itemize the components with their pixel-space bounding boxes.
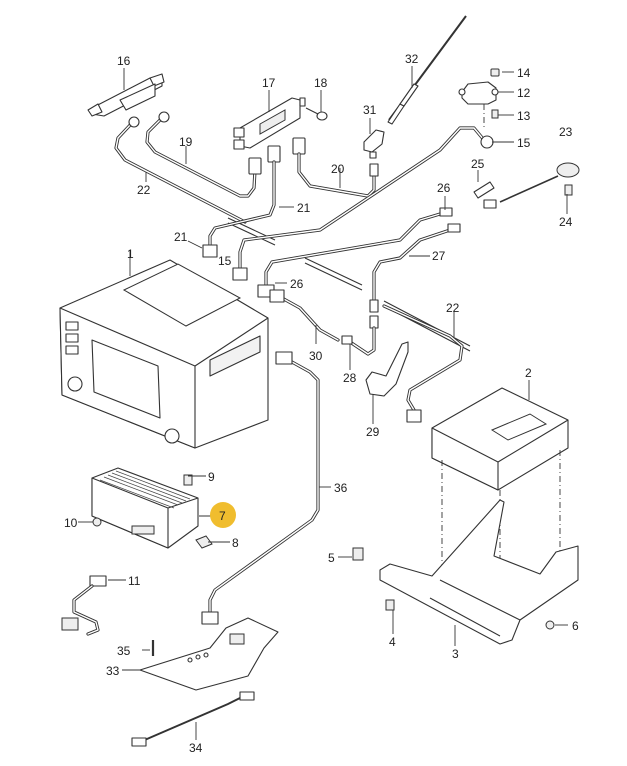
bolt-part-4[interactable]	[385, 599, 395, 611]
callout-24[interactable]: 24	[559, 215, 573, 229]
callout-22b[interactable]: 22	[446, 301, 460, 315]
cable-36[interactable]	[201, 351, 320, 625]
adapter-cable-part-11[interactable]	[61, 575, 107, 636]
callout-26b[interactable]: 26	[290, 277, 304, 291]
callout-20[interactable]: 20	[331, 162, 345, 176]
antenna-rod-part-32[interactable]	[387, 15, 467, 125]
head-unit-part-1[interactable]	[59, 259, 269, 449]
callout-22a[interactable]: 22	[137, 183, 151, 197]
cable-part-34[interactable]	[131, 691, 255, 747]
clip-part-8[interactable]	[195, 535, 213, 549]
callout-2[interactable]: 2	[525, 366, 532, 380]
holder-part-29[interactable]	[365, 341, 409, 397]
callout-29[interactable]: 29	[366, 425, 380, 439]
callout-8[interactable]: 8	[232, 536, 239, 550]
callout-19[interactable]: 19	[179, 135, 193, 149]
callout-36[interactable]: 36	[334, 481, 348, 495]
callout-32[interactable]: 32	[405, 52, 419, 66]
bracket-part-33[interactable]	[139, 617, 279, 691]
antenna-cable-22[interactable]	[114, 116, 247, 224]
callout-21a[interactable]: 21	[297, 201, 311, 215]
callout-11[interactable]: 11	[128, 574, 141, 588]
nut-part-6[interactable]	[545, 620, 555, 630]
cable-15[interactable]	[232, 126, 494, 281]
antenna-base-part-31[interactable]	[363, 129, 385, 159]
callout-34[interactable]: 34	[189, 741, 203, 755]
callout-5[interactable]: 5	[328, 551, 335, 565]
cable-20[interactable]	[292, 137, 379, 198]
callout-9[interactable]: 9	[208, 470, 215, 484]
callout-16[interactable]: 16	[117, 54, 131, 68]
leader-lines	[78, 66, 568, 740]
nut-part-10[interactable]	[92, 517, 102, 527]
antenna-cable-19[interactable]	[145, 111, 262, 198]
antenna-amplifier-part-16[interactable]	[87, 73, 165, 117]
callout-30[interactable]: 30	[309, 349, 323, 363]
connector-21[interactable]	[202, 145, 281, 258]
callout-28[interactable]: 28	[343, 371, 357, 385]
cable-28[interactable]	[341, 326, 376, 356]
sensor-part-12[interactable]	[458, 81, 499, 105]
callout-14[interactable]: 14	[517, 66, 531, 80]
callout-6[interactable]: 6	[572, 619, 579, 633]
callout-4[interactable]: 4	[389, 635, 396, 649]
amplifier-module-part-7[interactable]	[91, 467, 199, 549]
module-bracket-part-17[interactable]	[233, 97, 306, 150]
cable-30[interactable]	[269, 289, 340, 342]
callout-31[interactable]: 31	[363, 103, 377, 117]
gps-antenna-part-23[interactable]	[483, 162, 580, 209]
nut-part-14[interactable]	[490, 68, 500, 77]
bolt-part-9[interactable]	[183, 474, 193, 486]
callout-1[interactable]: 1	[127, 247, 134, 261]
callout-23[interactable]: 23	[559, 125, 573, 139]
callout-21b[interactable]: 21	[174, 230, 188, 244]
callout-18[interactable]: 18	[314, 76, 328, 90]
callout-27[interactable]: 27	[432, 249, 446, 263]
heatsink-fins	[99, 470, 191, 509]
callout-15a[interactable]: 15	[517, 136, 531, 150]
clip-part-5[interactable]	[352, 547, 364, 561]
screw-part-24[interactable]	[564, 184, 573, 196]
callout-25[interactable]: 25	[471, 157, 485, 171]
callout-33[interactable]: 33	[106, 664, 120, 678]
tray-bracket-part-3[interactable]	[379, 499, 579, 645]
callout-26a[interactable]: 26	[437, 181, 451, 195]
callout-10[interactable]: 10	[64, 516, 78, 530]
cable-26[interactable]	[257, 207, 453, 298]
callout-35[interactable]: 35	[117, 644, 131, 658]
callout-13[interactable]: 13	[517, 109, 531, 123]
nav-box-part-2[interactable]	[431, 387, 569, 491]
screw-part-13[interactable]	[491, 109, 499, 119]
callout-15b[interactable]: 15	[218, 254, 232, 268]
callout-labels: 1 2 3 4 5 6 7 8 9 10 11 12 13 14 15 15 1…	[64, 52, 579, 755]
callout-7[interactable]: 7	[219, 509, 226, 523]
callout-17[interactable]: 17	[262, 76, 276, 90]
callout-12[interactable]: 12	[517, 86, 531, 100]
highlight-marker	[210, 502, 236, 528]
cable-22-lower[interactable]	[382, 304, 464, 423]
callout-3[interactable]: 3	[452, 647, 459, 661]
sleeve-part-25[interactable]	[473, 181, 495, 199]
clip-part-18[interactable]	[305, 107, 328, 121]
